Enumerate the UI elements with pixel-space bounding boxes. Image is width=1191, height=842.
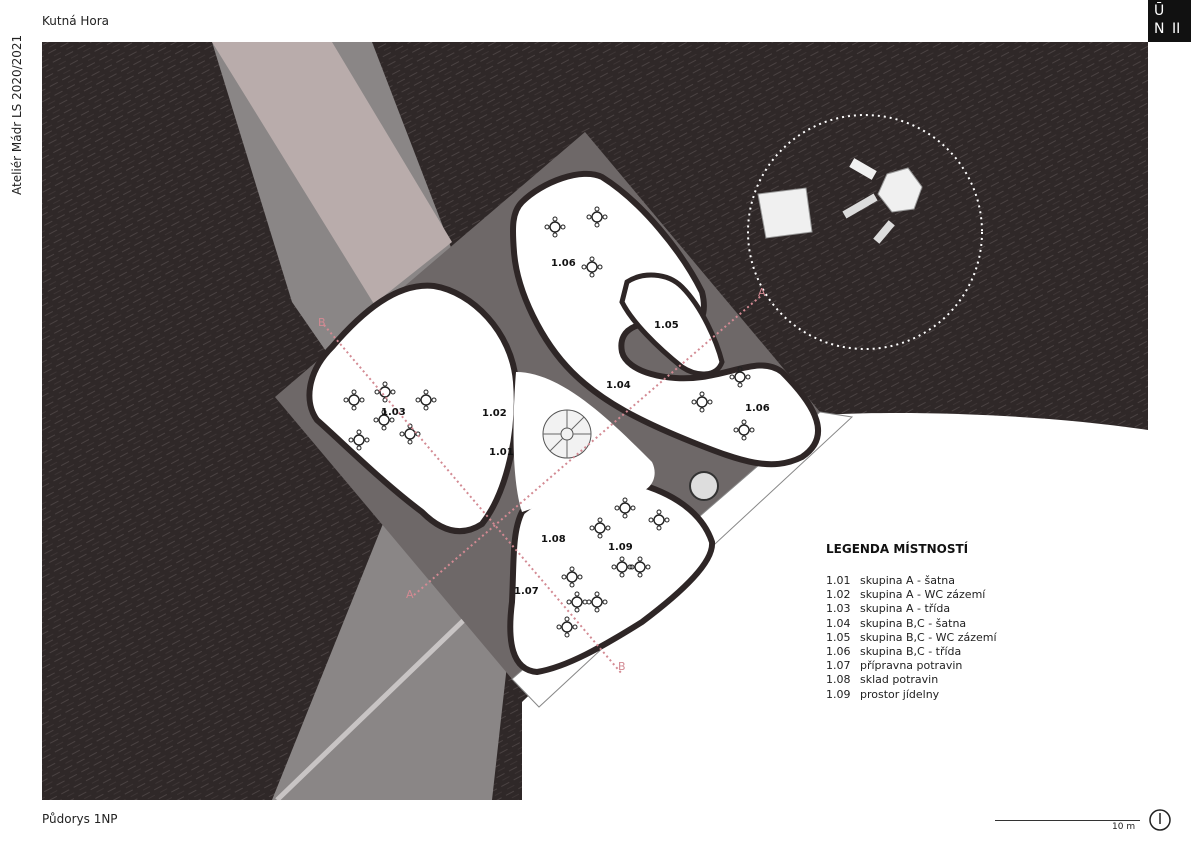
section-marker-b-top: B [318, 316, 326, 329]
room-label: 1.03 [381, 407, 406, 418]
room-label: 1.05 [654, 320, 679, 331]
floor-plan: A A B B 1.01 1.02 1.03 1.04 1.05 1.06 1.… [42, 42, 1148, 800]
drawing-title: Půdorys 1NP [42, 812, 118, 826]
section-marker-a-top: A [758, 286, 766, 299]
logo-line1: Ū [1154, 3, 1165, 19]
room-label: 1.09 [608, 542, 633, 553]
room-label: 1.04 [606, 380, 631, 391]
studio-label: Ateliér Mádr LS 2020/2021 [10, 34, 24, 195]
round-skylight [689, 471, 719, 501]
spiral-staircase [542, 409, 592, 459]
section-marker-a-bottom: A [406, 588, 414, 601]
room-1.05 [619, 272, 725, 377]
north-arrow-icon [1149, 809, 1171, 831]
playground [747, 114, 983, 350]
footpath [212, 42, 452, 304]
scale-label: 10 m [1112, 822, 1136, 832]
logo-line2-right: II [1172, 21, 1181, 37]
legend-title: LEGENDA MÍSTNOSTÍ [826, 542, 969, 556]
room-label: 1.02 [482, 408, 507, 419]
room-1.03 [306, 282, 520, 535]
scale-bar [995, 820, 1140, 821]
section-marker-b-bottom: B [618, 660, 626, 673]
room-label: 1.08 [541, 534, 566, 545]
logo-line2-left: N [1154, 21, 1165, 37]
place-name: Kutná Hora [42, 14, 110, 28]
road-edge-line [275, 615, 469, 800]
section-line-a [413, 294, 763, 596]
room-label: 1.06 [551, 258, 576, 269]
room-label: 1.06 [745, 403, 770, 414]
room-label: 1.01 [489, 447, 514, 458]
school-logo: Ū N II [1148, 0, 1191, 42]
room-label: 1.07 [514, 586, 539, 597]
section-line-b [323, 324, 623, 675]
lawn-area [522, 412, 1148, 800]
